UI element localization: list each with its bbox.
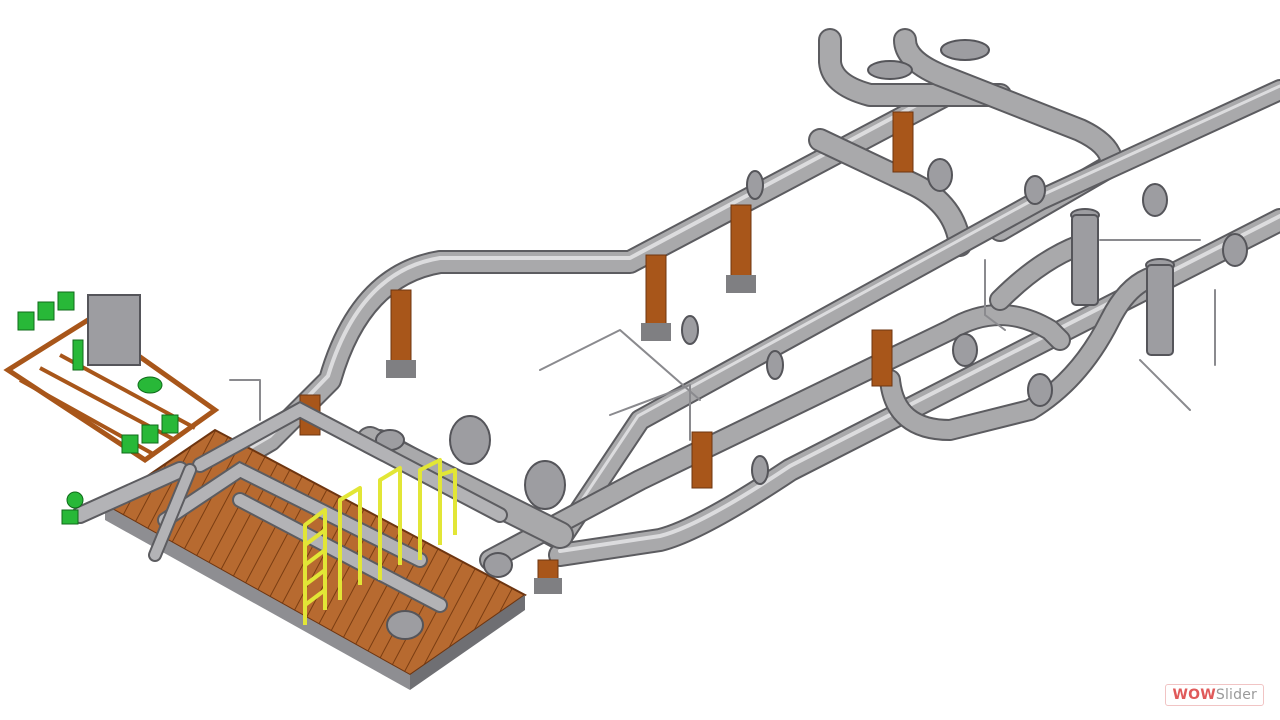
wowslider-watermark: WOWSlider	[1165, 684, 1264, 706]
valves-and-flanges	[375, 39, 1248, 510]
support-5	[691, 431, 713, 489]
green-valve-actuator	[61, 491, 84, 525]
support-1	[386, 289, 416, 378]
support-7	[534, 559, 562, 594]
pipe-network	[138, 28, 1280, 571]
upper-header-pipe	[138, 78, 967, 522]
access-ladders	[303, 458, 457, 625]
branch-pipe-lower	[479, 304, 1071, 571]
support-4	[892, 111, 914, 173]
instrument-tubing	[229, 239, 1216, 441]
pipe-supports	[299, 111, 914, 594]
support-3	[726, 204, 756, 293]
control-skid	[3, 291, 220, 525]
green-panels	[17, 291, 179, 454]
support-6	[871, 329, 893, 387]
watermark-part2: Slider	[1215, 687, 1257, 703]
watermark-part1: WOW	[1172, 687, 1216, 703]
lower-header-pipe-2	[548, 208, 1280, 567]
support-2	[641, 254, 671, 341]
filter-loop-pipe	[879, 234, 1171, 441]
